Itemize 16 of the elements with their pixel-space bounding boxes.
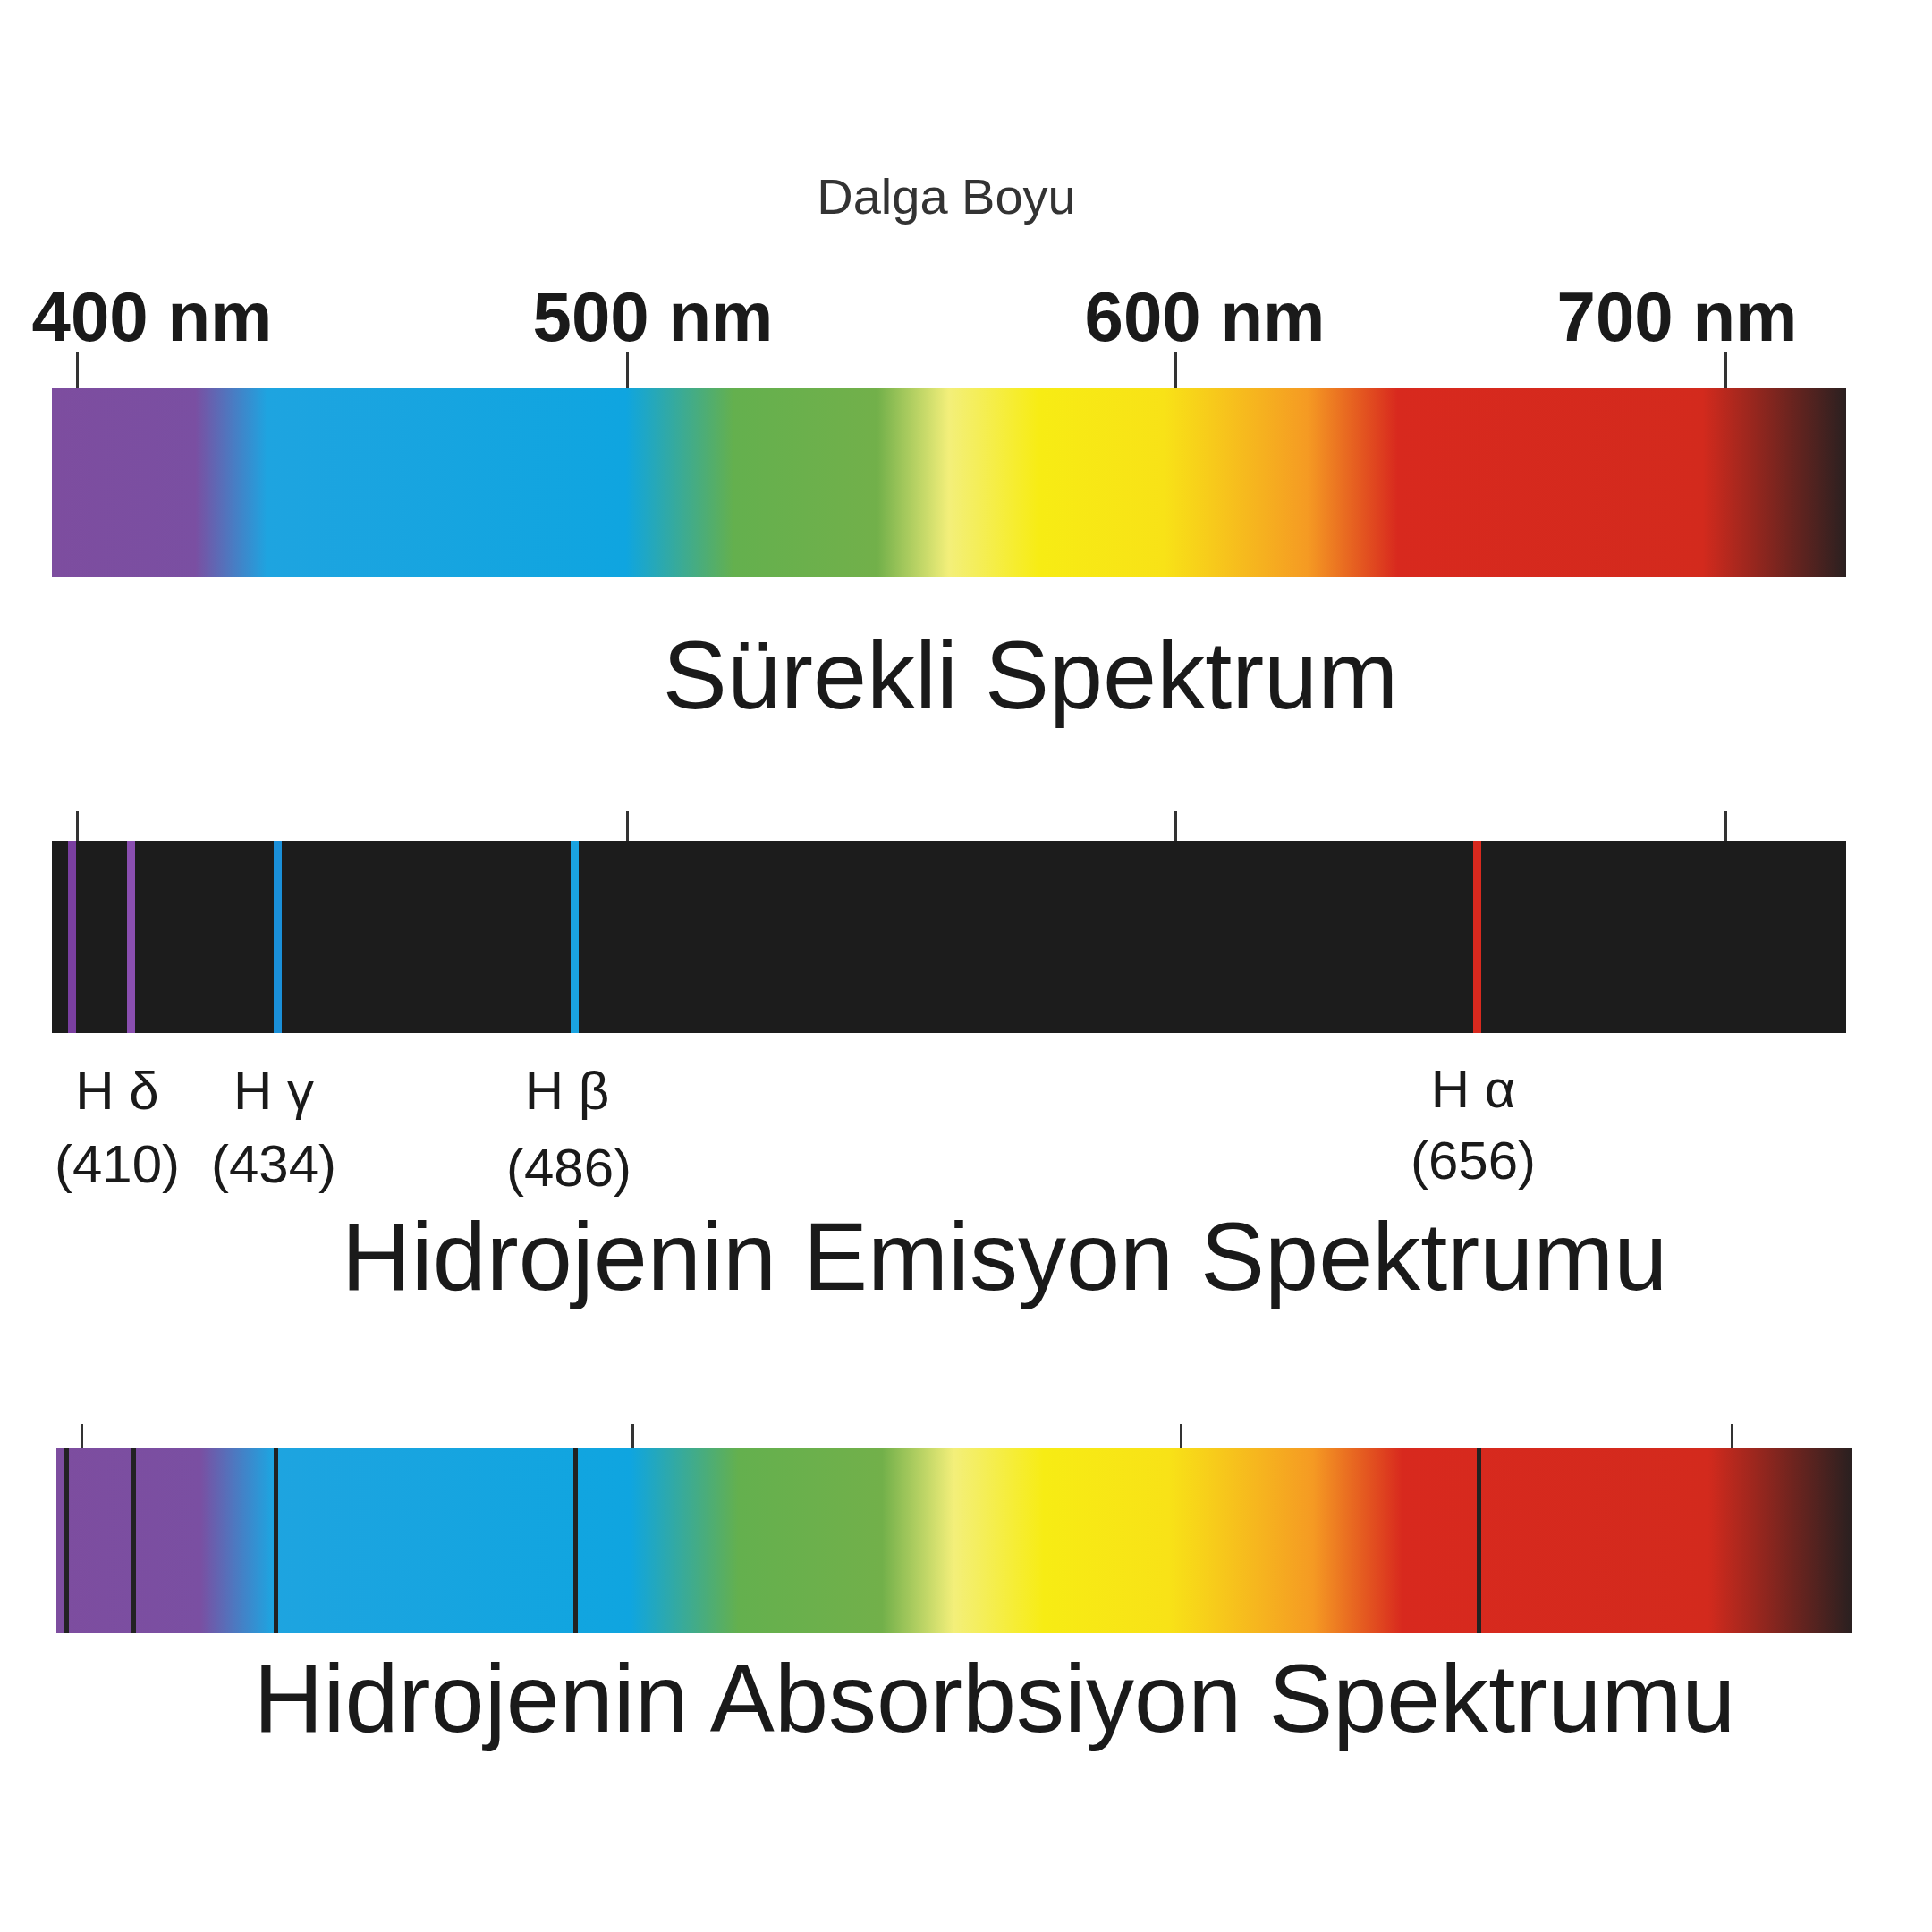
- wavelength-label: 500 nm: [532, 279, 774, 356]
- line-name: H δ: [75, 1062, 159, 1121]
- line-name: H β: [524, 1062, 610, 1121]
- line-name: H γ: [233, 1062, 314, 1121]
- line-wavelength: (486): [505, 1139, 632, 1198]
- spectrum-caption: Hidrojenin Absorbsiyon Spektrumu: [253, 1645, 1736, 1752]
- spectrum-caption: Hidrojenin Emisyon Spektrumu: [341, 1203, 1668, 1310]
- line-name: H α: [1430, 1060, 1516, 1119]
- wavelength-label: 400 nm: [31, 279, 273, 356]
- wavelength-label: 600 nm: [1084, 279, 1326, 356]
- line-wavelength: (434): [210, 1135, 337, 1194]
- line-wavelength: (410): [54, 1135, 181, 1194]
- spectrum-caption: Sürekli Spektrum: [662, 622, 1399, 729]
- wavelength-label: 700 nm: [1556, 279, 1798, 356]
- line-wavelength: (656): [1410, 1131, 1537, 1191]
- axis-title: Dalga Boyu: [817, 169, 1076, 225]
